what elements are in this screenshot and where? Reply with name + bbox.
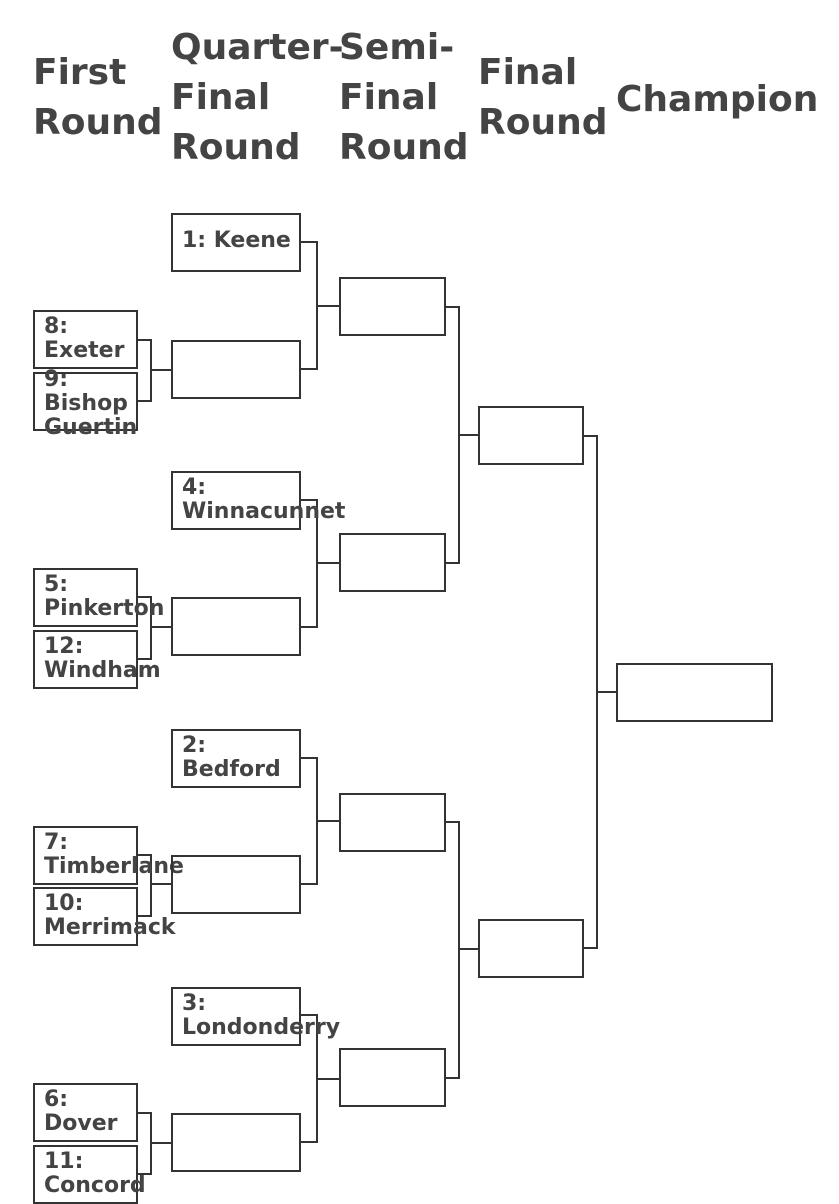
quarter-final-slot-1[interactable]: 1: Keene [171,213,301,272]
team-label: 10: Merrimack [44,891,176,940]
connector-final [583,435,616,949]
connector-qf-m4 [300,1014,339,1143]
connector-r1-m3 [138,854,171,917]
team-label: 9: Bishop Guertin [44,367,138,440]
quarter-final-slot-3[interactable]: 3: Londonderry [171,987,340,1046]
connector-sf-m2 [445,821,478,1079]
team-label: 7: Timberlane [44,830,184,879]
header-semi-final-round: Semi- Final Round [339,27,469,168]
team-label: 8: Exeter [44,314,125,363]
team-label: 5: Pinkerton [44,572,165,621]
champion-slot[interactable] [616,663,773,722]
connector-r1-m1 [138,339,171,402]
quarter-final-slot-6-11-winner[interactable] [171,1113,301,1172]
quarter-final-slot-8-9-winner[interactable] [171,340,301,399]
header-champion: Champion [616,79,819,120]
connector-r1-m2 [138,596,171,660]
quarter-final-slot-7-10-winner[interactable] [171,855,301,914]
final-slot-1[interactable] [478,406,584,465]
first-round-slot-8[interactable]: 8: Exeter [33,310,138,369]
connector-sf-m1 [445,306,478,564]
team-label: 3: Londonderry [182,991,341,1040]
header-first-round: First Round [33,52,163,143]
semi-final-slot-3[interactable] [339,793,446,852]
first-round-slot-11[interactable]: 11: Concord [33,1145,146,1204]
first-round-slot-12[interactable]: 12: Windham [33,630,161,689]
team-label: 11: Concord [44,1149,146,1198]
connector-qf-m3 [300,757,339,885]
header-final-round: Final Round [478,52,608,143]
first-round-slot-9[interactable]: 9: Bishop Guertin [33,368,138,440]
first-round-slot-6[interactable]: 6: Dover [33,1083,138,1142]
final-slot-2[interactable] [478,919,584,978]
first-round-slot-5[interactable]: 5: Pinkerton [33,568,164,627]
semi-final-slot-2[interactable] [339,533,446,592]
semi-final-slot-1[interactable] [339,277,446,336]
connector-r1-m4 [138,1112,171,1175]
quarter-final-slot-5-12-winner[interactable] [171,597,301,656]
team-label: 6: Dover [44,1087,118,1136]
quarter-final-slot-4[interactable]: 4: Winnacunnet [171,471,345,530]
connector-qf-m1 [300,241,339,370]
team-label: 4: Winnacunnet [182,475,346,524]
quarter-final-slot-2[interactable]: 2: Bedford [171,729,301,788]
team-label: 2: Bedford [182,733,281,782]
team-label: 1: Keene [182,228,291,253]
connector-qf-m2 [300,499,339,628]
first-round-slot-7[interactable]: 7: Timberlane [33,826,184,885]
team-label: 12: Windham [44,634,161,683]
header-quarter-final-round: Quarter- Final Round [171,27,344,168]
first-round-slot-10[interactable]: 10: Merrimack [33,887,176,946]
semi-final-slot-4[interactable] [339,1048,446,1107]
